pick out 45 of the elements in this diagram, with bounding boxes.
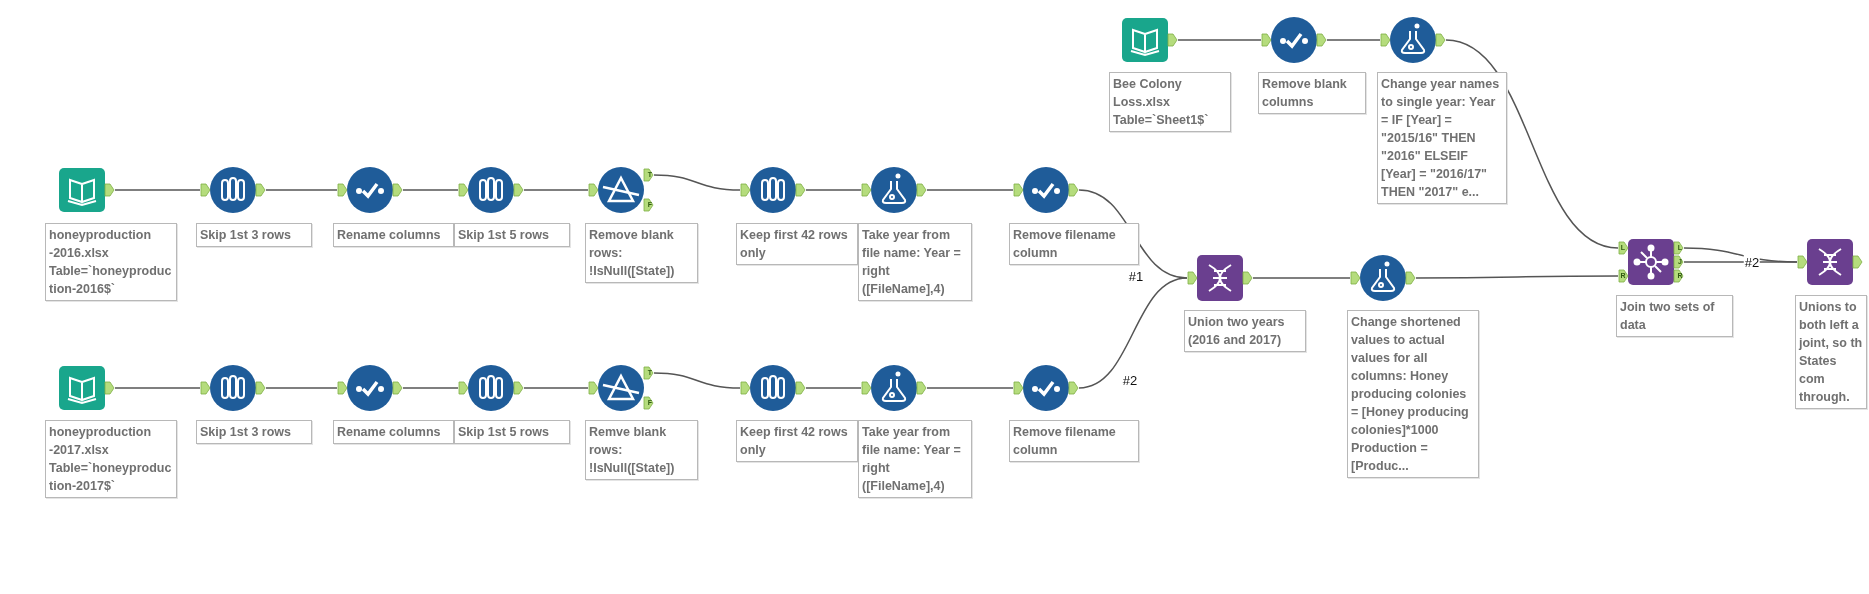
connector-line (653, 174, 741, 191)
connector-line (1445, 39, 1619, 249)
connector-line (805, 387, 862, 389)
connector-line (114, 189, 201, 191)
connector-line (1326, 39, 1381, 41)
annotation-box: Skip 1st 3 rows (196, 420, 312, 444)
annotation-box: Keep first 42 rows only (736, 420, 858, 462)
connector-line (402, 189, 459, 191)
annotation-box: Take year from file name: Year = right ([FileName],4) (858, 420, 972, 498)
edge-label: #2 (1743, 254, 1761, 270)
connector-line (523, 189, 589, 191)
annotation-box: Remove filename column (1009, 420, 1139, 462)
connector-line (523, 387, 589, 389)
annotation-box: Rename columns (333, 420, 454, 444)
annotation-box: Remve blank rows: !IsNull([State]) (585, 420, 698, 480)
connector-line (926, 189, 1014, 191)
connector-line (114, 387, 201, 389)
connector-line (402, 387, 459, 389)
connector-line (805, 189, 862, 191)
annotation-box: Remove blank rows: !IsNull([State]) (585, 223, 698, 283)
connector-line (1683, 261, 1798, 263)
annotation-box: Remove filename column (1009, 223, 1139, 265)
annotation-box: Bee Colony Loss.xlsx Table=`Sheet1$` (1109, 72, 1231, 132)
connector-line (653, 372, 741, 389)
connector-line (1177, 39, 1262, 41)
annotation-box: Take year from file name: Year = right ([FileName],4) (858, 223, 972, 301)
annotation-box: Change shortened values to actual values for all columns: Honey producing colonies = [Honey producing colonies]*1000 Production = [Produc... (1347, 310, 1479, 478)
connector-line (926, 387, 1014, 389)
annotation-box: honeyproduction -2016.xlsx Table=`honeyproduction-2016$` (45, 223, 177, 301)
connector-line (1415, 275, 1619, 279)
annotation-box: Keep first 42 rows only (736, 223, 858, 265)
annotation-box: Unions to both left a joint, so th States com through. (1795, 295, 1867, 409)
annotation-box: Skip 1st 5 rows (454, 420, 570, 444)
annotation-box: honeyproduction -2017.xlsx Table=`honeyproduction-2017$` (45, 420, 177, 498)
annotation-box: Skip 1st 3 rows (196, 223, 312, 247)
annotation-box: Skip 1st 5 rows (454, 223, 570, 247)
connector-line (1252, 277, 1351, 279)
connector-line (265, 387, 338, 389)
annotation-box: Remove blank columns (1258, 72, 1366, 114)
annotation-box: Rename columns (333, 223, 454, 247)
annotation-box: Union two years (2016 and 2017) (1184, 310, 1306, 352)
annotation-box: Change year names to single year: Year = IF [Year] = "2015/16" THEN "2016" ELSEIF [Year] = "2016/17" THEN "2017" e... (1377, 72, 1507, 204)
annotation-box: Join two sets of data (1616, 295, 1733, 337)
connector-line (265, 189, 338, 191)
connector-line (1078, 277, 1188, 389)
